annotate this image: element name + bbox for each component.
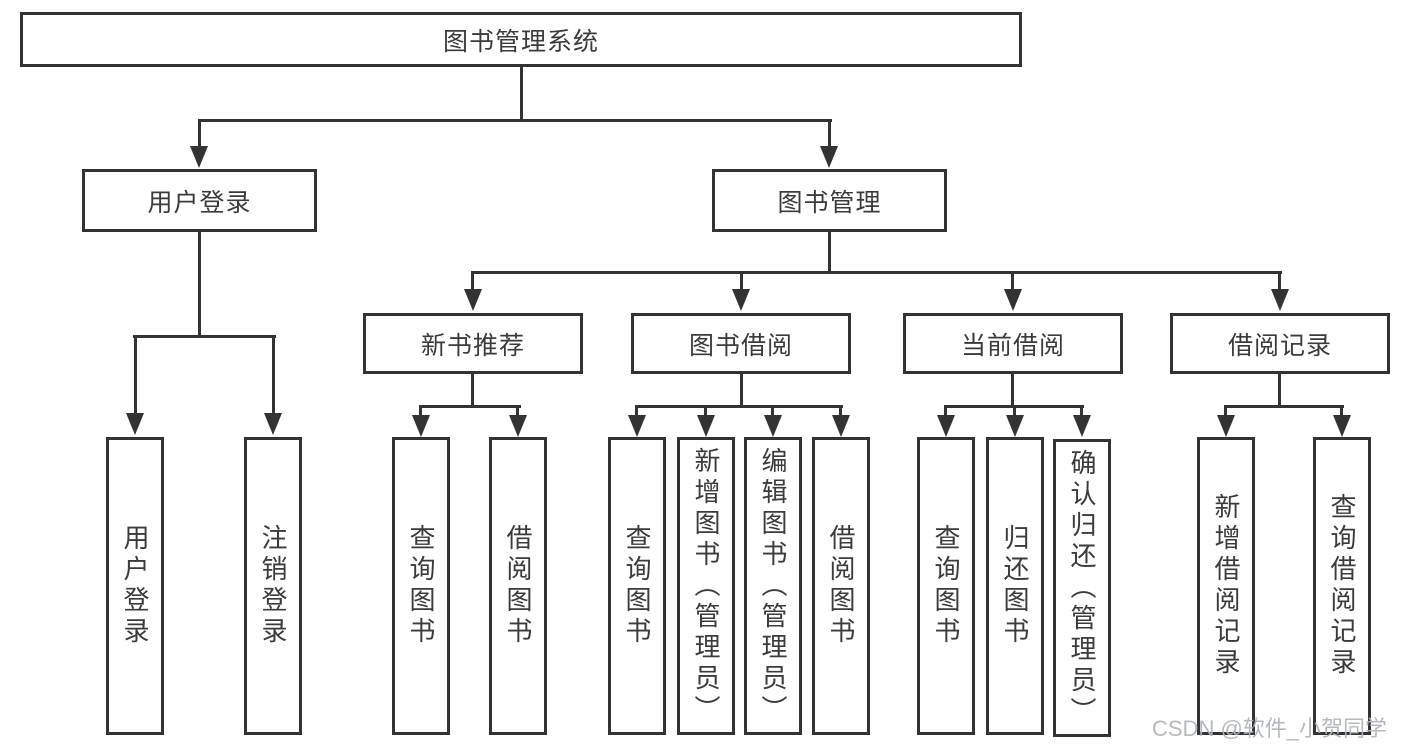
arrow-down-icon <box>126 413 144 435</box>
leaf-label: 查询图书 <box>931 524 961 648</box>
leaf-return-books: 归还图书 <box>986 437 1044 735</box>
arrow-down-icon <box>1004 289 1022 311</box>
connector-drop <box>704 405 707 417</box>
leaf-logout: 注销登录 <box>244 437 302 735</box>
arrow-down-icon <box>820 146 838 168</box>
leaf-query-books-current: 查询图书 <box>917 437 975 735</box>
leaf-add-book-admin: 新增图书（管理员） <box>677 437 735 735</box>
node-label: 新书推荐 <box>420 331 525 360</box>
connector-drop <box>1080 405 1083 417</box>
leaf-label: 新增图书（管理员） <box>691 446 721 726</box>
node-book-borrow: 图书借阅 <box>631 313 851 374</box>
node-label: 当前借阅 <box>960 331 1065 360</box>
arrow-down-icon <box>464 289 482 311</box>
node-book-management: 图书管理 <box>712 169 947 232</box>
node-label: 图书借阅 <box>688 331 793 360</box>
arrow-down-icon <box>732 289 750 311</box>
connector-drop <box>1013 405 1016 417</box>
connector-root-bar <box>198 119 832 122</box>
node-label: 借阅记录 <box>1227 331 1332 360</box>
node-label: 图书管理 <box>777 188 882 217</box>
connector-bar <box>419 405 521 408</box>
node-borrow-records: 借阅记录 <box>1170 313 1390 374</box>
connector-drop <box>134 335 137 416</box>
connector-drop <box>1011 271 1014 291</box>
arrow-down-icon <box>937 415 955 437</box>
arrow-down-icon <box>1217 415 1235 437</box>
arrow-down-icon <box>1271 289 1289 311</box>
arrow-down-icon <box>697 415 715 437</box>
arrow-down-icon <box>832 415 850 437</box>
connector-bar <box>635 405 843 408</box>
leaf-query-books-borrow: 查询图书 <box>608 437 666 735</box>
node-new-book-recommend: 新书推荐 <box>363 313 583 374</box>
arrow-down-icon <box>628 415 646 437</box>
connector-bookmgmt-stem <box>828 232 831 274</box>
connector-drop <box>419 405 422 417</box>
connector-drop <box>272 335 275 416</box>
connector-drop <box>839 405 842 417</box>
connector-userlogin-bar <box>133 335 276 338</box>
arrow-down-icon <box>264 413 282 435</box>
connector-root-stem <box>520 67 523 121</box>
arrow-down-icon <box>190 146 208 168</box>
arrow-down-icon <box>764 415 782 437</box>
node-label: 用户登录 <box>147 188 252 217</box>
leaf-label: 查询图书 <box>406 524 436 648</box>
connector-drop <box>740 271 743 291</box>
connector-drop <box>828 119 831 149</box>
leaf-label: 查询借阅记录 <box>1327 493 1357 679</box>
connector-drop <box>635 405 638 417</box>
node-user-login: 用户登录 <box>82 169 317 232</box>
arrow-down-icon <box>412 415 430 437</box>
connector-drop <box>198 119 201 149</box>
arrow-down-icon <box>509 415 527 437</box>
connector-drop <box>1278 271 1281 291</box>
connector-stem <box>471 374 474 407</box>
leaf-add-borrow-record: 新增借阅记录 <box>1197 437 1255 735</box>
connector-bar <box>1224 405 1344 408</box>
node-root-library-system: 图书管理系统 <box>20 12 1022 67</box>
arrow-down-icon <box>1073 415 1091 437</box>
connector-stem <box>740 374 743 407</box>
leaf-borrow-books-recommend: 借阅图书 <box>489 437 547 735</box>
connector-stem <box>1278 374 1281 407</box>
leaf-user-login: 用户登录 <box>106 437 164 735</box>
leaf-label: 编辑图书（管理员） <box>758 446 788 726</box>
leaf-label: 用户登录 <box>120 524 150 648</box>
connector-drop <box>516 405 519 417</box>
connector-drop <box>471 271 474 291</box>
leaf-edit-book-admin: 编辑图书（管理员） <box>744 437 802 735</box>
connector-drop <box>771 405 774 417</box>
leaf-query-borrow-record: 查询借阅记录 <box>1313 437 1371 735</box>
leaf-label: 注销登录 <box>258 524 288 648</box>
leaf-label: 查询图书 <box>622 524 652 648</box>
leaf-label: 借阅图书 <box>826 524 856 648</box>
leaf-label: 确认归还（管理员） <box>1067 448 1097 728</box>
connector-drop <box>1340 405 1343 417</box>
leaf-label: 新增借阅记录 <box>1211 493 1241 679</box>
node-label: 图书管理系统 <box>442 27 599 56</box>
csdn-watermark: CSDN @软件_小贺同学 <box>1152 716 1388 741</box>
connector-drop <box>944 405 947 417</box>
connector-stem <box>1011 374 1014 407</box>
connector-level3-bar <box>471 271 1282 274</box>
leaf-query-books-recommend: 查询图书 <box>392 437 450 735</box>
node-current-borrow: 当前借阅 <box>903 313 1123 374</box>
connector-drop <box>1224 405 1227 417</box>
arrow-down-icon <box>1333 415 1351 437</box>
leaf-confirm-return-admin: 确认归还（管理员） <box>1053 439 1111 737</box>
connector-userlogin-stem <box>198 232 201 337</box>
leaf-label: 归还图书 <box>1000 524 1030 648</box>
leaf-borrow-books: 借阅图书 <box>812 437 870 735</box>
arrow-down-icon <box>1006 415 1024 437</box>
leaf-label: 借阅图书 <box>503 524 533 648</box>
